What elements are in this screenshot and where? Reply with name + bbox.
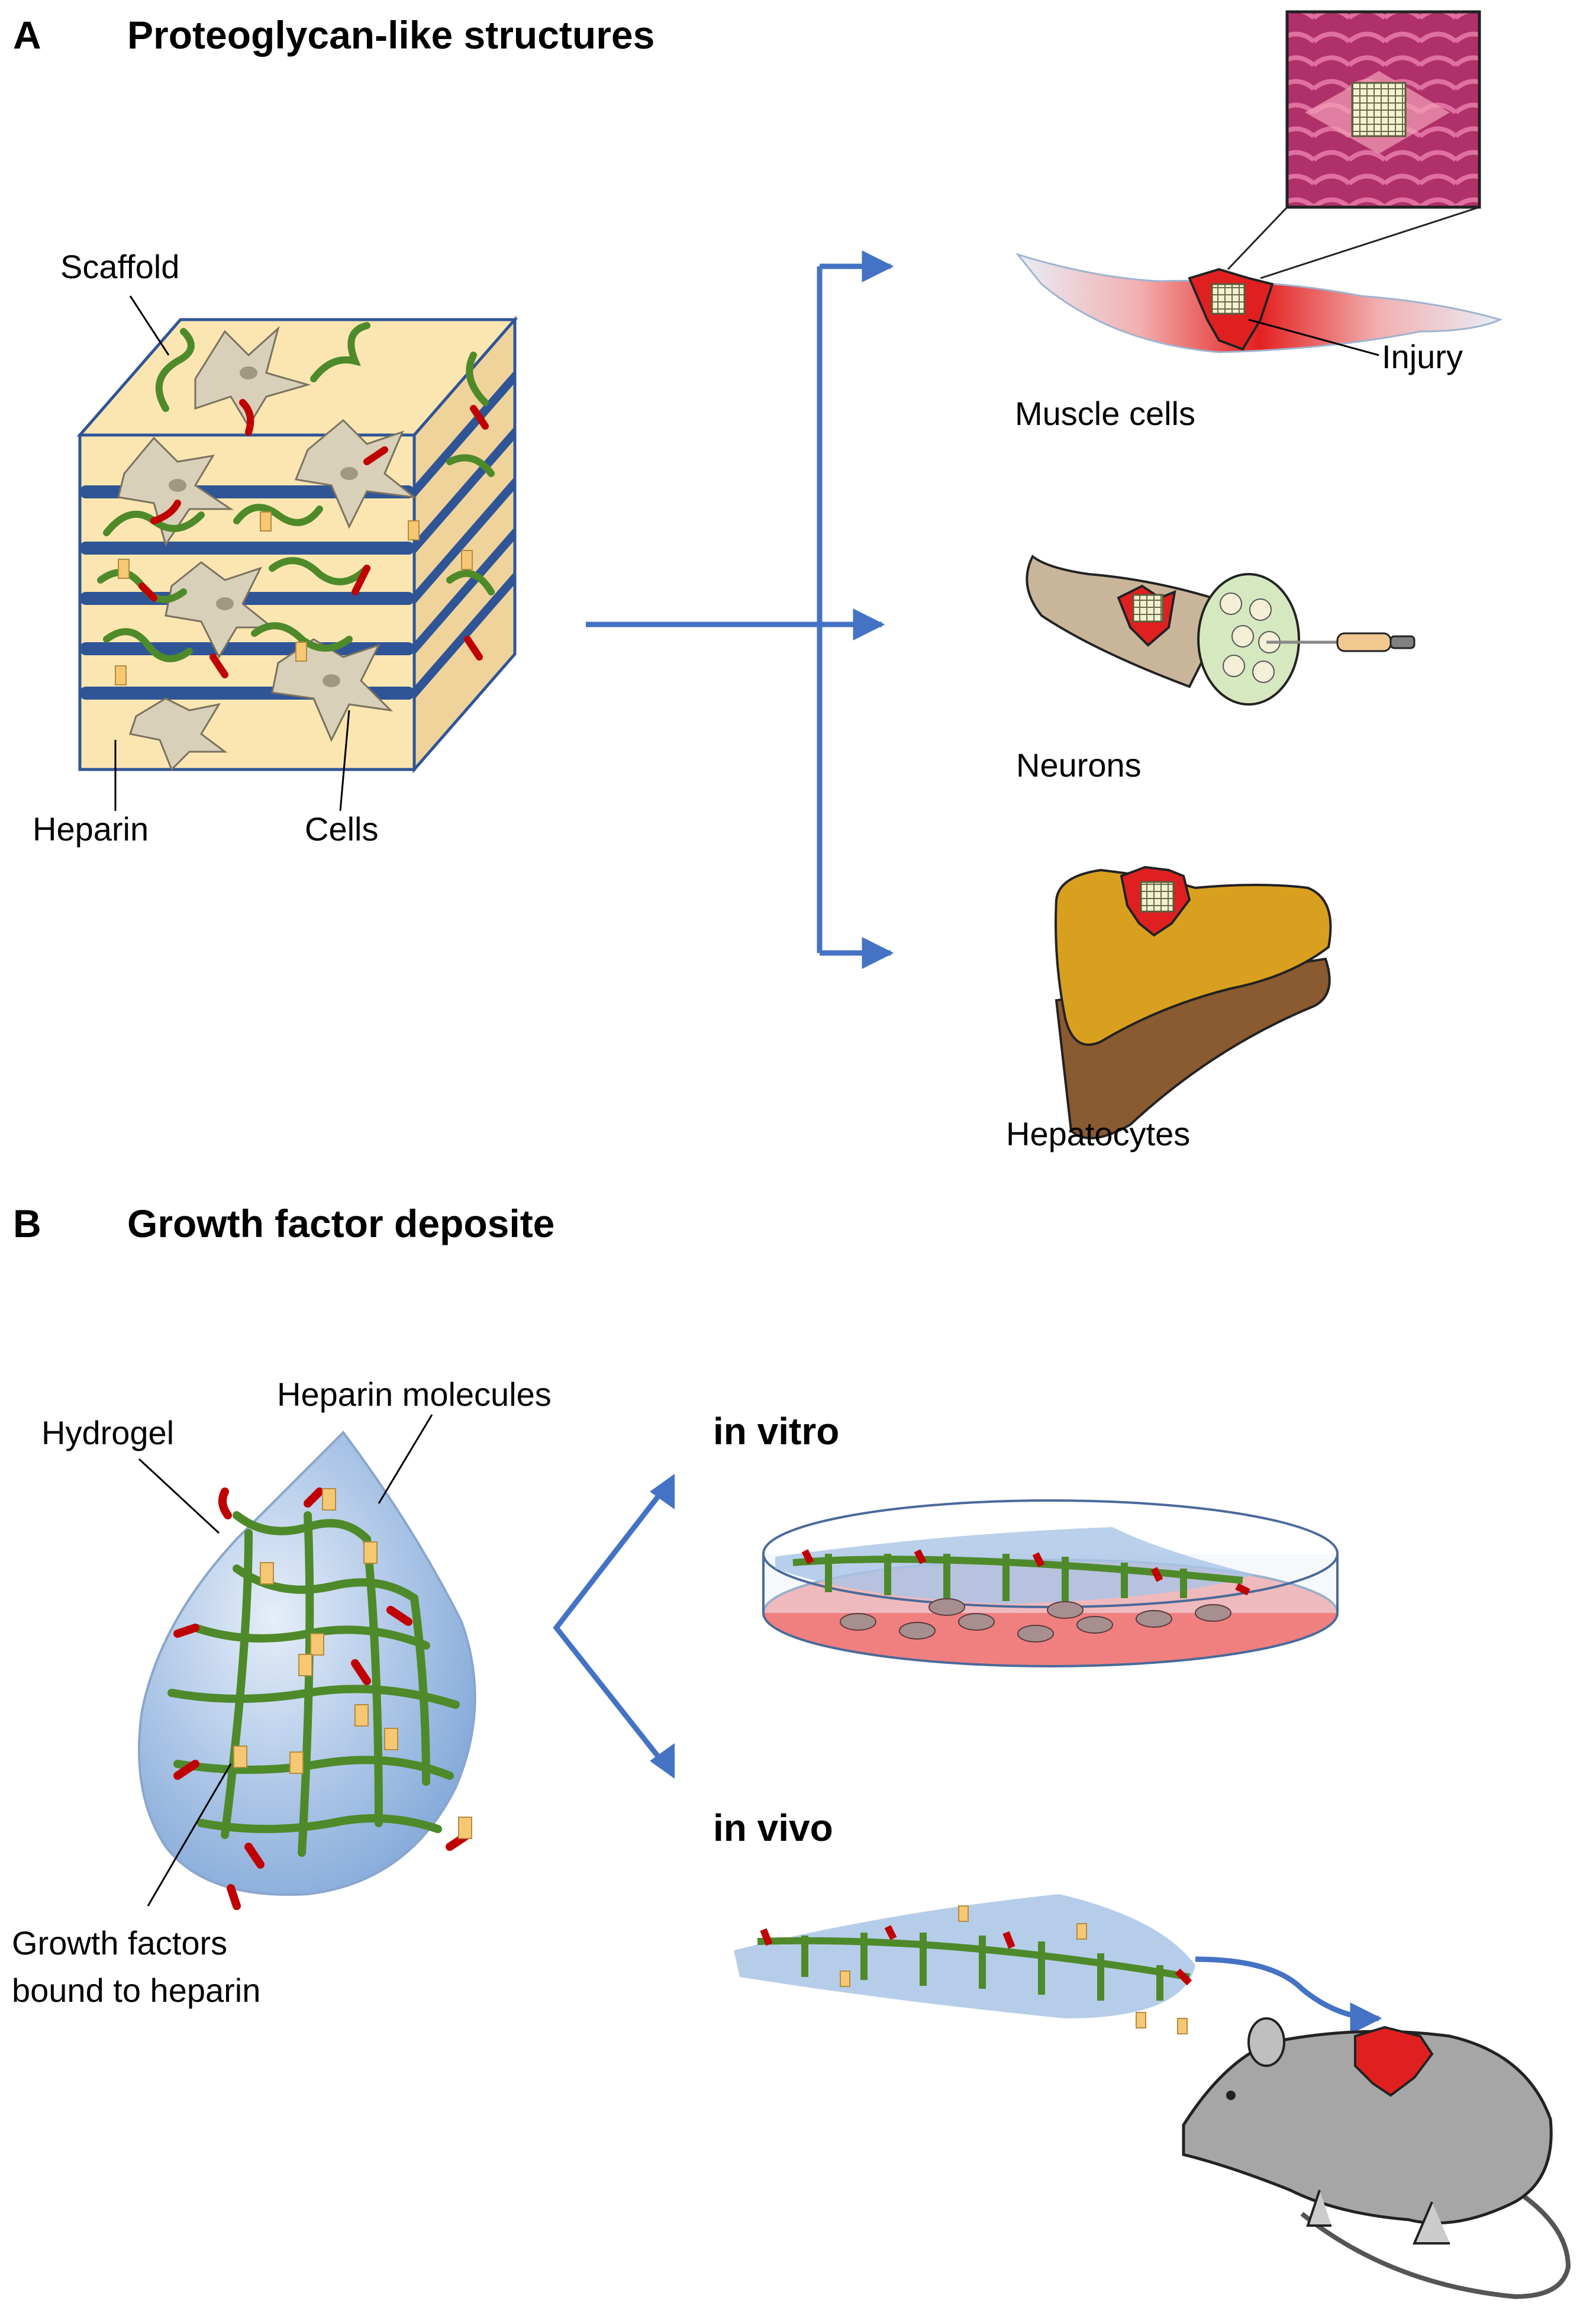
electrode-body bbox=[1336, 632, 1392, 652]
in-vivo-label: in vivo bbox=[713, 1807, 833, 1849]
split-arrowheads-b bbox=[650, 1474, 675, 1779]
injury-label: Injury bbox=[1382, 338, 1463, 375]
panel-a-letter: A bbox=[13, 13, 41, 57]
mouse-foot-back bbox=[1412, 2201, 1450, 2245]
nerve-fascicles bbox=[1220, 593, 1281, 683]
hydrogel-growth-factors bbox=[233, 1488, 472, 1839]
hydrogel-red-ends bbox=[173, 1487, 472, 1910]
in-vivo-network bbox=[757, 1933, 1191, 2001]
heparin-chains bbox=[97, 322, 495, 678]
in-vitro-label: in vitro bbox=[713, 1410, 839, 1453]
petri-network bbox=[792, 1554, 1243, 1601]
panel-b-title: Growth factor deposite bbox=[127, 1202, 554, 1245]
hepatocytes-label: Hepatocytes bbox=[1006, 1115, 1190, 1152]
mouse-illustration bbox=[1182, 2017, 1571, 2300]
mouse-foot-front bbox=[1306, 2189, 1331, 2227]
liver-scaffold-block bbox=[1140, 881, 1175, 913]
nerve-illustration bbox=[1026, 554, 1416, 706]
neurons-label: Neurons bbox=[1016, 746, 1142, 784]
heparin-label: Heparin bbox=[33, 810, 149, 848]
mouse-ear bbox=[1247, 2017, 1285, 2067]
hydrogel-drop bbox=[138, 1430, 476, 1910]
muscle-illustration bbox=[1015, 10, 1503, 356]
inset-scaffold-block bbox=[1351, 82, 1407, 137]
petri-red-ends bbox=[801, 1549, 1250, 1596]
heparin-molecules-label: Heparin molecules bbox=[277, 1376, 552, 1413]
split-arrows-b bbox=[553, 1481, 671, 1772]
in-vivo-gel-sheet bbox=[734, 1894, 1195, 2034]
hydrogel-label: Hydrogel bbox=[41, 1414, 174, 1451]
cells-label: Cells bbox=[305, 810, 378, 848]
callout-lines-b bbox=[138, 1414, 433, 1907]
panel-a-title: Proteoglycan-like structures bbox=[127, 13, 654, 57]
muscle-cells-label: Muscle cells bbox=[1015, 395, 1195, 432]
muscle-scaffold-block bbox=[1211, 283, 1246, 315]
liver-illustration bbox=[1055, 865, 1332, 1139]
growth-factors-label-line2: bound to heparin bbox=[12, 1972, 260, 2009]
petri-dish bbox=[762, 1499, 1339, 1667]
growth-factors bbox=[115, 511, 473, 685]
mouse-eye bbox=[1226, 2091, 1236, 2100]
panel-b-letter: B bbox=[13, 1202, 41, 1245]
scaffold-cube bbox=[76, 315, 518, 774]
cell-nuclei bbox=[169, 366, 358, 687]
in-vivo-growth-factors bbox=[840, 1905, 1188, 2034]
branch-arrows-a bbox=[586, 250, 894, 969]
in-vivo-red-ends bbox=[760, 1925, 1192, 1986]
nerve-scaffold-block bbox=[1132, 594, 1164, 623]
growth-factors-label-line1: Growth factors bbox=[12, 1924, 227, 1962]
mouse-tail bbox=[1300, 2188, 1571, 2300]
mouse-injury bbox=[1354, 2026, 1434, 2097]
petri-cells bbox=[840, 1598, 1231, 1643]
electrode-tip bbox=[1389, 635, 1416, 649]
callout-lines-a bbox=[114, 295, 350, 812]
mouse-body bbox=[1182, 2030, 1553, 2225]
transplant-arrow bbox=[1195, 1956, 1382, 2034]
scaffold-label: Scaffold bbox=[60, 248, 179, 285]
